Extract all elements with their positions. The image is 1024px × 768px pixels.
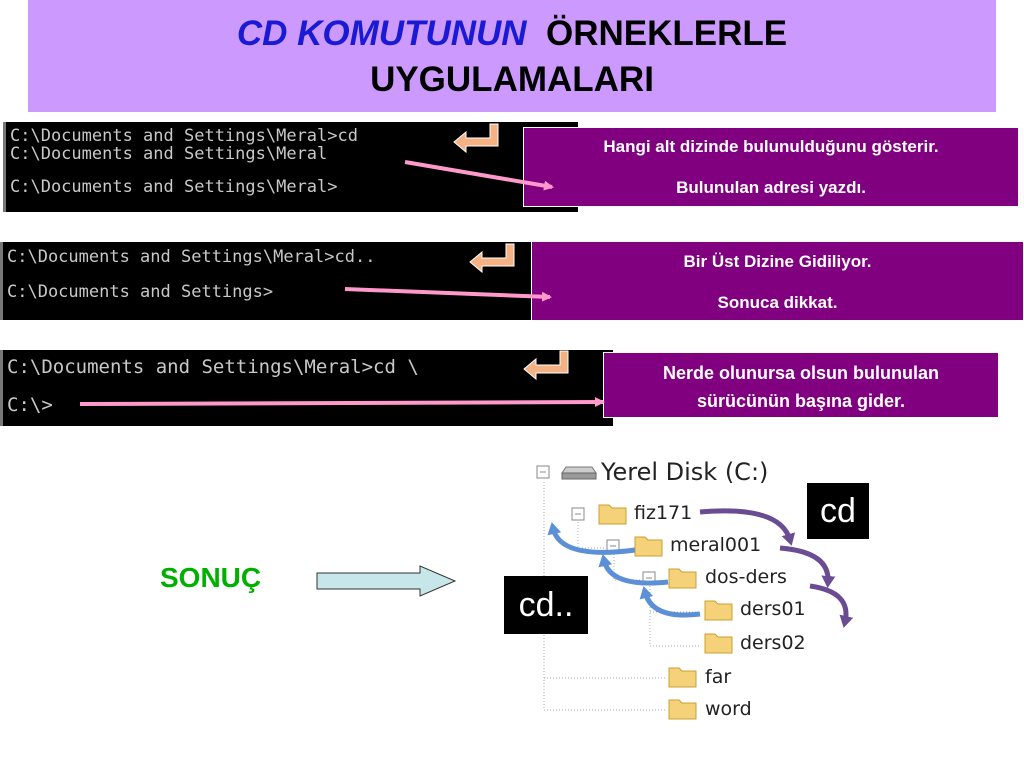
- cd-down-arrow: [699, 508, 796, 546]
- note-line: Nerde olunursa olsun bulunulan: [662, 363, 939, 383]
- title-rest: ÖRNEKLERLE: [546, 14, 788, 53]
- title-line-2: UYGULAMALARI: [370, 60, 654, 99]
- tree-item-label: far: [705, 666, 732, 688]
- console-line: C:\Documents and Settings\Meral>cd: [10, 126, 358, 146]
- console-example-1: C:\Documents and Settings\Meral>cd C:\Do…: [3, 122, 578, 212]
- enter-key-icon: [453, 123, 499, 154]
- cd-up-label: cd..: [504, 576, 588, 634]
- note-line: Hangi alt dizinde bulunulduğunu gösterir…: [603, 137, 939, 156]
- tree-item-label: fiz171: [634, 502, 693, 524]
- cd-down-arrow: [779, 545, 836, 588]
- tree-root-label: Yerel Disk (C:): [601, 458, 769, 486]
- console-line: C:\>: [7, 394, 53, 416]
- result-arrow: [316, 565, 457, 597]
- cd-up-arrow: [547, 522, 636, 555]
- folder-icon: [704, 633, 733, 654]
- folder-icon: [668, 667, 697, 688]
- cd-label: cd: [807, 483, 869, 539]
- enter-key-icon: [469, 243, 515, 274]
- note-line: sürücünün başına gider.: [696, 391, 906, 411]
- tree-item-label: word: [705, 698, 752, 720]
- folder-icon: [704, 600, 733, 621]
- enter-key-icon: [523, 350, 569, 381]
- console-line: C:\Documents and Settings\Meral>cd \: [7, 356, 419, 378]
- folder-icon: [668, 568, 697, 589]
- note-line: Bulunulan adresi yazdı.: [676, 178, 866, 197]
- console-example-2: C:\Documents and Settings\Meral>cd.. C:\…: [0, 242, 553, 320]
- tree-item-label: ders02: [740, 632, 806, 654]
- console-line: C:\Documents and Settings\Meral>cd..: [7, 247, 376, 267]
- disk-drive-icon: [561, 466, 597, 480]
- tree-item-label: meral001: [670, 534, 762, 556]
- folder-icon: [598, 504, 627, 525]
- console-example-3: C:\Documents and Settings\Meral>cd \ C:\…: [0, 350, 613, 426]
- pink-arrow: [344, 287, 552, 302]
- console-line: C:\Documents and Settings\Meral>: [10, 177, 338, 197]
- pink-arrow: [79, 397, 605, 408]
- title-italic: CD KOMUTUNUN: [236, 14, 527, 53]
- tree-item-label: ders01: [740, 598, 806, 620]
- note-line: Bir Üst Dizine Gidiliyor.: [683, 252, 872, 271]
- note-example-1: Hangi alt dizinde bulunulduğunu gösterir…: [523, 127, 1019, 207]
- pink-arrow: [404, 160, 554, 191]
- note-example-3: Nerde olunursa olsun bulunulan sürücünün…: [603, 352, 999, 418]
- note-example-2: Bir Üst Dizine Gidiliyor. Sonuca dikkat.: [531, 241, 1024, 321]
- cd-down-arrow: [809, 583, 854, 628]
- title-banner: CD KOMUTUNUN ÖRNEKLERLE UYGULAMALARI: [28, 0, 996, 112]
- title-line-1: CD KOMUTUNUN ÖRNEKLERLE: [28, 14, 996, 54]
- console-line: C:\Documents and Settings\Meral: [10, 144, 328, 164]
- cd-up-arrow: [639, 586, 701, 618]
- result-label: SONUÇ: [160, 562, 262, 593]
- folder-icon: [668, 699, 697, 720]
- note-line: Sonuca dikkat.: [717, 293, 838, 312]
- tree-item-label: dos-ders: [705, 566, 787, 588]
- cd-up-arrow: [598, 554, 669, 586]
- folder-icon: [634, 536, 663, 557]
- console-line: C:\Documents and Settings>: [7, 282, 274, 302]
